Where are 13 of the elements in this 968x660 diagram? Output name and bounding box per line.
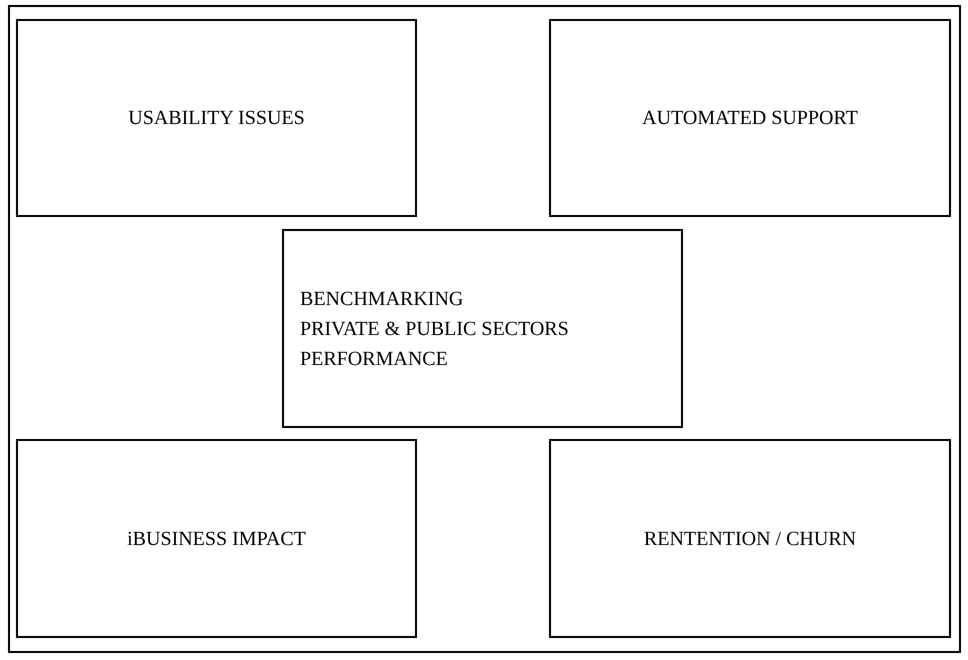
box-label: iBUSINESS IMPACT [127,526,306,552]
box-label: RENTENTION / CHURN [644,526,856,552]
box-label: PERFORMANCE [300,346,448,372]
topic-box [282,229,683,428]
topic-box [549,19,951,217]
topic-box [16,439,417,638]
frame-box [8,5,961,653]
box-label: USABILITY ISSUES [128,106,305,131]
box-label: AUTOMATED SUPPORT [642,106,858,131]
topic-box [16,19,417,217]
box-label: BENCHMARKING [300,286,464,312]
topic-box [549,439,951,638]
box-label: PRIVATE & PUBLIC SECTORS [300,316,569,342]
